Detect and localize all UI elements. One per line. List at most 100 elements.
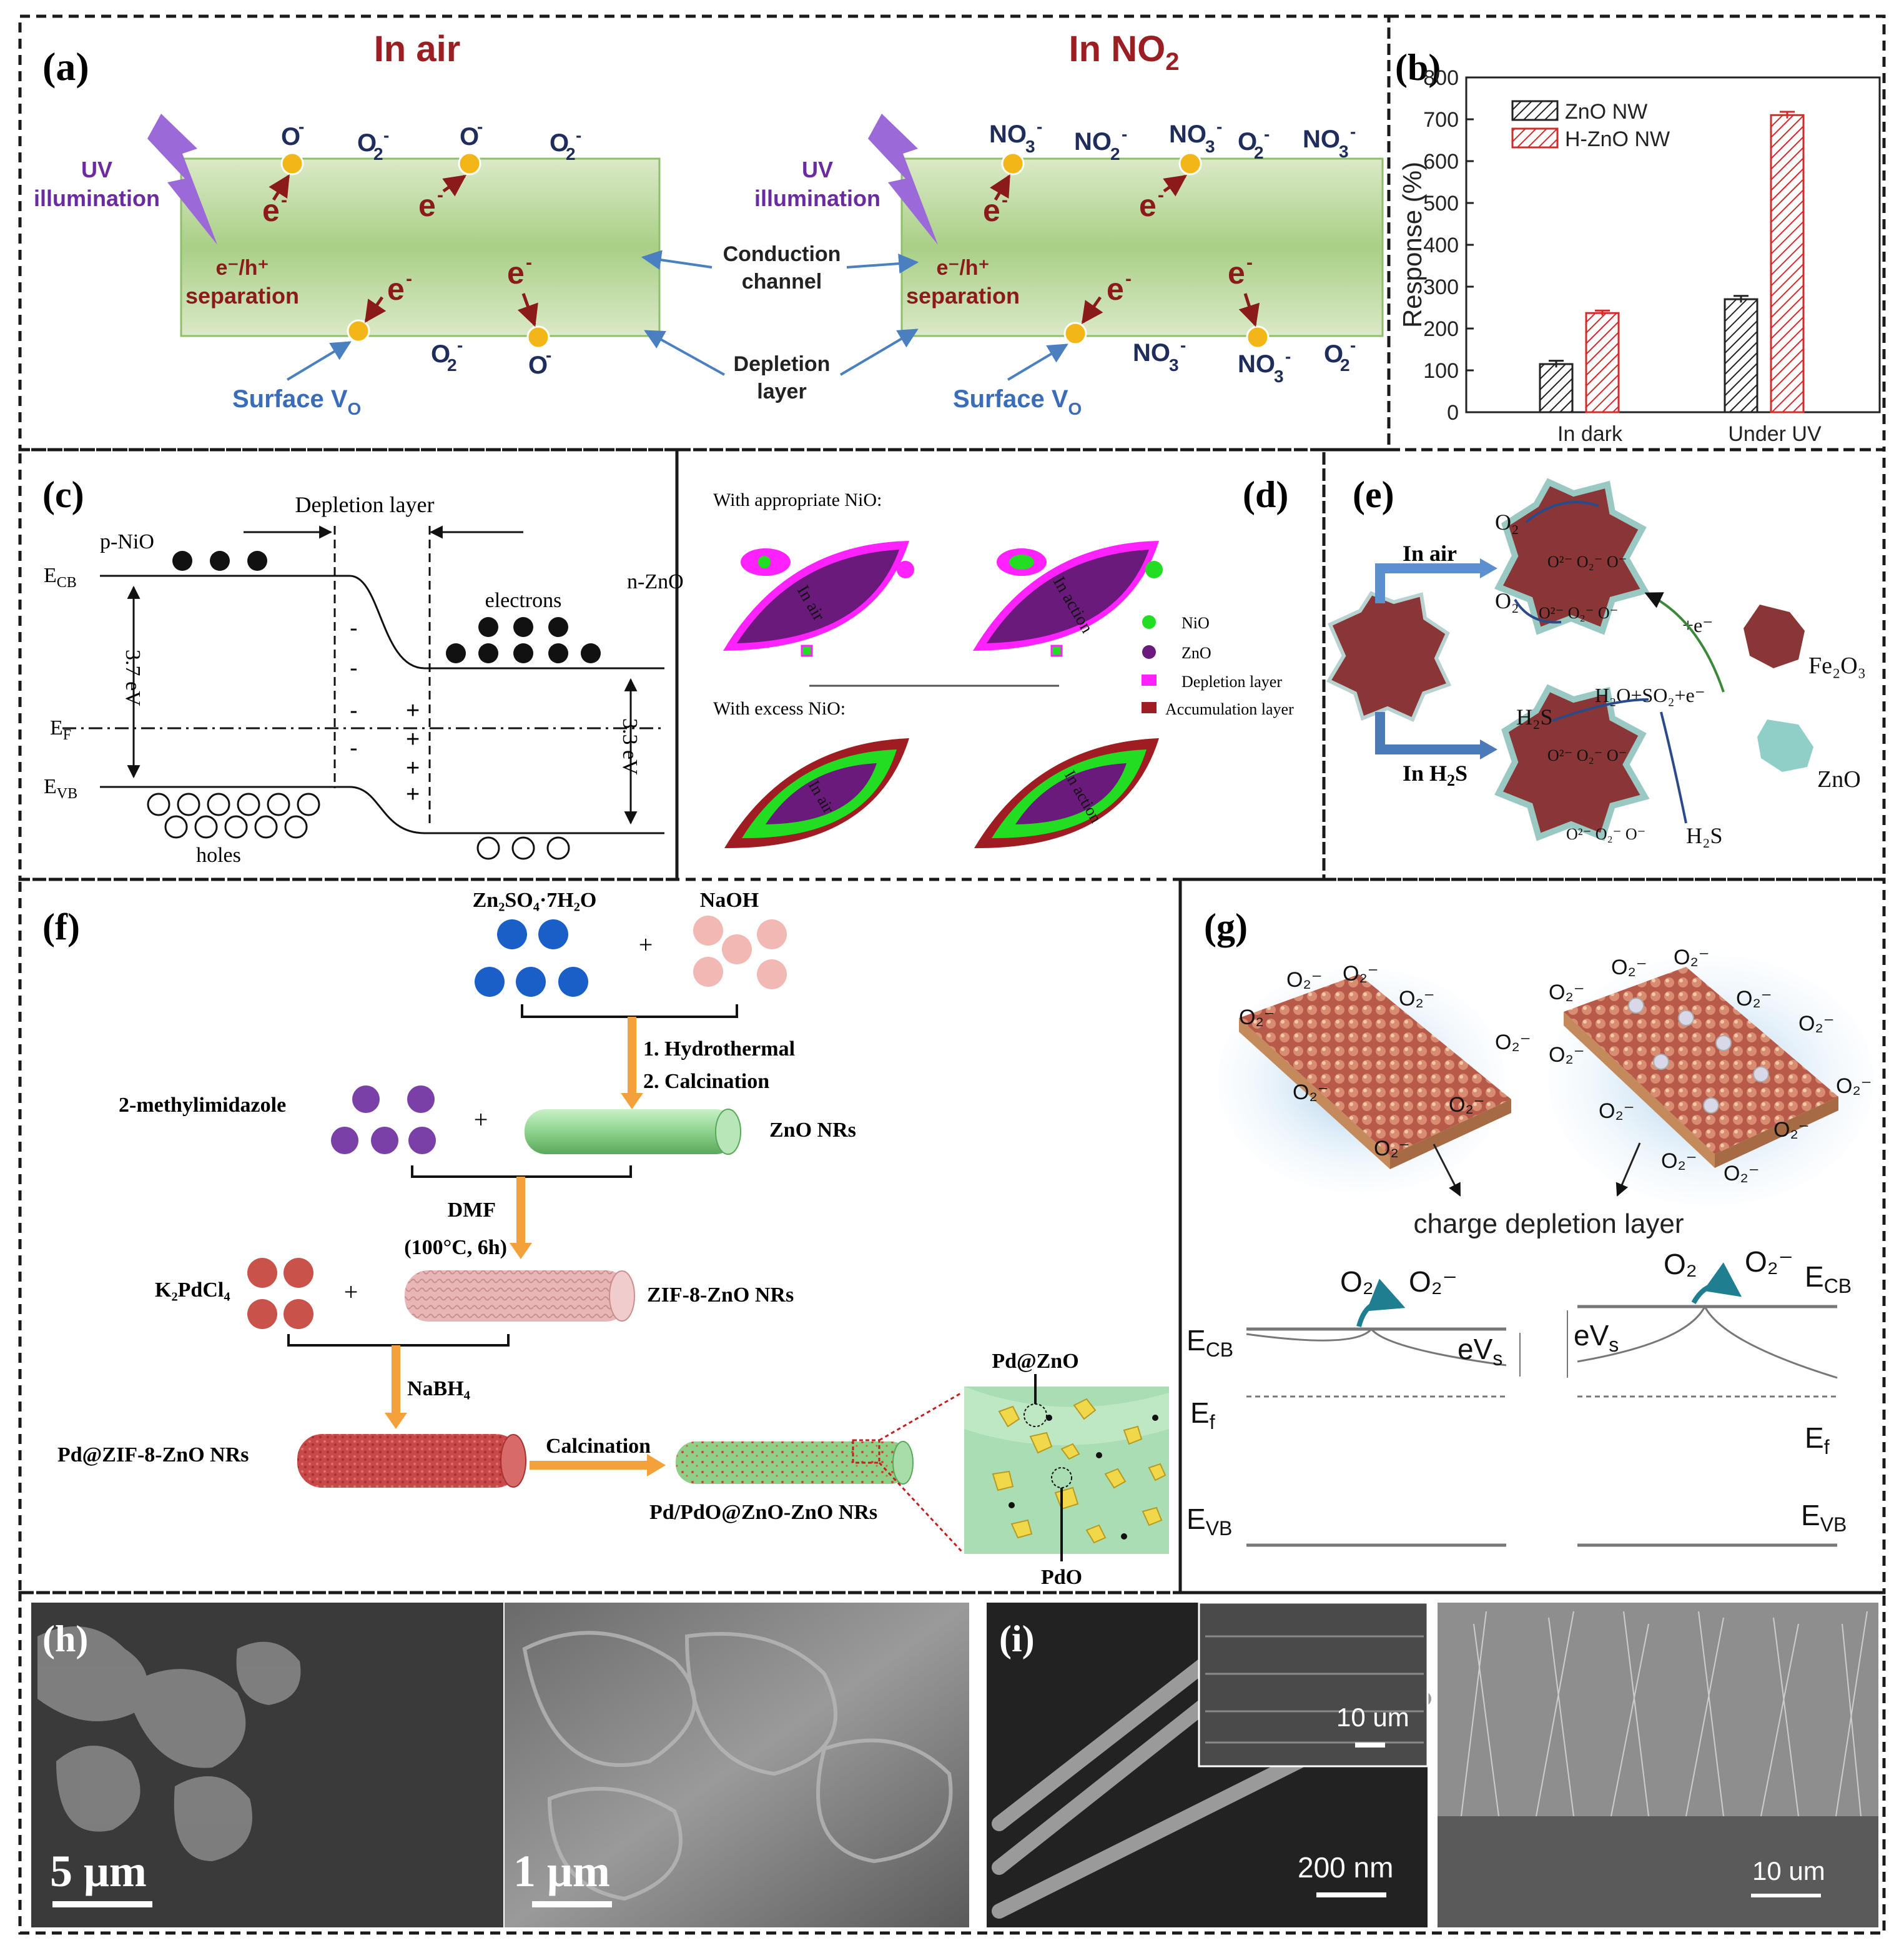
fe2o3-particle-h2s (1494, 684, 1650, 841)
svg-text:2: 2 (1110, 144, 1120, 164)
svg-text:eVs: eVs (1458, 1333, 1502, 1370)
svg-text:O₂: O₂ (1664, 1248, 1697, 1280)
depletion-layer-title: Depletion layer (295, 492, 435, 517)
svg-text:-: - (457, 335, 463, 355)
leaf-excess-air: In air (724, 738, 909, 849)
svg-text:eVs: eVs (1574, 1319, 1619, 1356)
svg-text:-: - (437, 185, 443, 205)
panel-e: (e) In air In H2S O₂ O₂ O²⁻ O₂⁻ O⁻ O²⁻ O… (1326, 474, 1866, 848)
panel-a-border (18, 14, 1391, 452)
scale-bar-1um-label: 1 μm (513, 1846, 610, 1896)
svg-text:-: - (1037, 117, 1042, 136)
panel-e-arrows (1514, 501, 1725, 824)
svg-text:O₂⁻: O₂⁻ (1399, 987, 1435, 1011)
panel-g: (g) O₂⁻O₂⁻ O₂⁻O₂⁻ O₂⁻O₂⁻ O₂⁻O₂⁻ O₂⁻O₂⁻ O… (1186, 906, 1873, 1547)
zif8-zno-nanorod (405, 1270, 635, 1322)
fe2o3-particle-air (1494, 478, 1650, 635)
svg-text:-: - (1350, 335, 1356, 355)
svg-text:O₂⁻: O₂⁻ (1736, 987, 1772, 1011)
svg-text:e: e (262, 193, 280, 228)
panel-d: (d) With appropriate NiO: With excess Ni… (713, 474, 1294, 849)
svg-text:-: - (350, 655, 358, 681)
panel-b-border (1387, 14, 1886, 452)
svg-text:O₂⁻: O₂⁻ (1293, 1080, 1329, 1104)
pd-pdo-label: Pd/PdO@ZnO-ZnO NRs (649, 1501, 877, 1524)
o2-surface-labels: O₂⁻O₂⁻ O₂⁻O₂⁻ O₂⁻O₂⁻ O₂⁻O₂⁻ O₂⁻O₂⁻ O₂⁻O₂… (1239, 946, 1872, 1185)
svg-text:-: - (298, 117, 304, 136)
svg-text:O₂⁻: O₂⁻ (1611, 956, 1647, 979)
x-tick-label: In dark (1557, 422, 1623, 446)
eh-label: e⁻/h⁺ (936, 256, 989, 280)
gap-3-3-label: 3.3 eV (618, 718, 641, 775)
svg-text:2: 2 (566, 144, 576, 164)
svg-text:H₂S: H₂S (1516, 705, 1553, 729)
svg-text:O²⁻ O₂⁻ O⁻: O²⁻ O₂⁻ O⁻ (1547, 553, 1627, 571)
svg-text:-: - (1246, 252, 1253, 273)
svg-text:-: - (526, 252, 532, 273)
n-zno-label: n-ZnO (627, 570, 684, 593)
charge-depletion-label: charge depletion layer (1414, 1209, 1684, 1239)
pd-zno-label: Pd@ZnO (992, 1350, 1078, 1373)
bar (1585, 312, 1620, 413)
panel-d-label: (d) (1243, 474, 1288, 515)
bar (1539, 363, 1574, 413)
legend-swatch (1511, 127, 1559, 149)
svg-text:-: - (546, 345, 551, 365)
uv-label-2: illumination (34, 185, 160, 211)
panel-hi-border (18, 1591, 1886, 1935)
svg-text:O²⁻ O₂⁻ O⁻: O²⁻ O₂⁻ O⁻ (1566, 825, 1645, 843)
svg-text:Surface VO: Surface VO (953, 385, 1082, 418)
depletion-layer-label-2: layer (757, 380, 806, 403)
panel-i: 10 um (i) 200 nm 10 um (987, 1601, 1878, 1927)
zno-nrs-label: ZnO NRs (769, 1119, 856, 1142)
svg-text:-: - (281, 190, 287, 210)
svg-text:O₂⁻: O₂⁻ (1798, 1012, 1835, 1036)
svg-text:O₂⁻: O₂⁻ (1773, 1118, 1810, 1142)
svg-text:e: e (1139, 188, 1157, 223)
svg-text:O₂⁻: O₂⁻ (1745, 1245, 1793, 1278)
svg-text:e: e (418, 188, 436, 223)
pointer-arrows (641, 250, 919, 376)
panel-a: (a) In air In NO2 UV illumination UV ill… (34, 29, 1384, 418)
electrons-label: electrons (485, 589, 562, 612)
svg-text:2: 2 (447, 355, 457, 375)
zno-lattice-slab-right (1564, 967, 1838, 1154)
svg-text:2. Calcination: 2. Calcination (643, 1070, 769, 1093)
y-tick-label: 0 (1447, 401, 1459, 425)
evb-label: EVB (44, 775, 77, 802)
legend-label: ZnO NW (1565, 100, 1647, 124)
separation-label: separation (906, 283, 1020, 309)
zoom-lines (878, 1392, 963, 1553)
panel-e-label: (e) (1353, 474, 1394, 515)
y-tick-label: 800 (1423, 66, 1459, 90)
svg-text:+: + (344, 1278, 358, 1306)
title-in-air: In air (374, 29, 461, 69)
svg-text:O₂⁻: O₂⁻ (1449, 1093, 1485, 1117)
svg-text:+: + (406, 755, 420, 781)
panel-g-label: (g) (1204, 906, 1248, 947)
svg-text:+: + (406, 781, 420, 808)
svg-text:-: - (1002, 190, 1008, 210)
depletion-layer-label: Depletion (734, 352, 831, 376)
svg-text:Surface VO: Surface VO (232, 385, 361, 418)
in-h2s-label: In H2S (1403, 761, 1467, 789)
conduction-band-no2 (900, 157, 1384, 337)
svg-text:2: 2 (1340, 355, 1350, 375)
appropriate-nio-label: With appropriate NiO: (713, 490, 882, 510)
panel-d-legend: NiO ZnO Depletion layer Accumulation lay… (1142, 614, 1294, 718)
svg-text:-: - (350, 735, 358, 761)
svg-text:e: e (507, 255, 525, 290)
panel-g-border (1178, 878, 1886, 1594)
ef-label: EF (50, 716, 71, 743)
defect-spheres (1628, 997, 1769, 1114)
svg-text:+: + (474, 1105, 488, 1134)
svg-text:O₂⁻: O₂⁻ (1674, 946, 1710, 969)
holes-in-nio-cb (172, 551, 267, 571)
svg-text:3: 3 (1274, 367, 1284, 386)
svg-text:NaBH₄: NaBH₄ (407, 1377, 470, 1400)
zinc-precursor-dots (475, 919, 588, 997)
panel-f: (f) Zn₂SO₄·7H₂O NaOH + 1. Hydrothermal 2… (42, 889, 1169, 1589)
svg-text:-: - (1158, 185, 1164, 205)
svg-text:-: - (1285, 347, 1291, 366)
